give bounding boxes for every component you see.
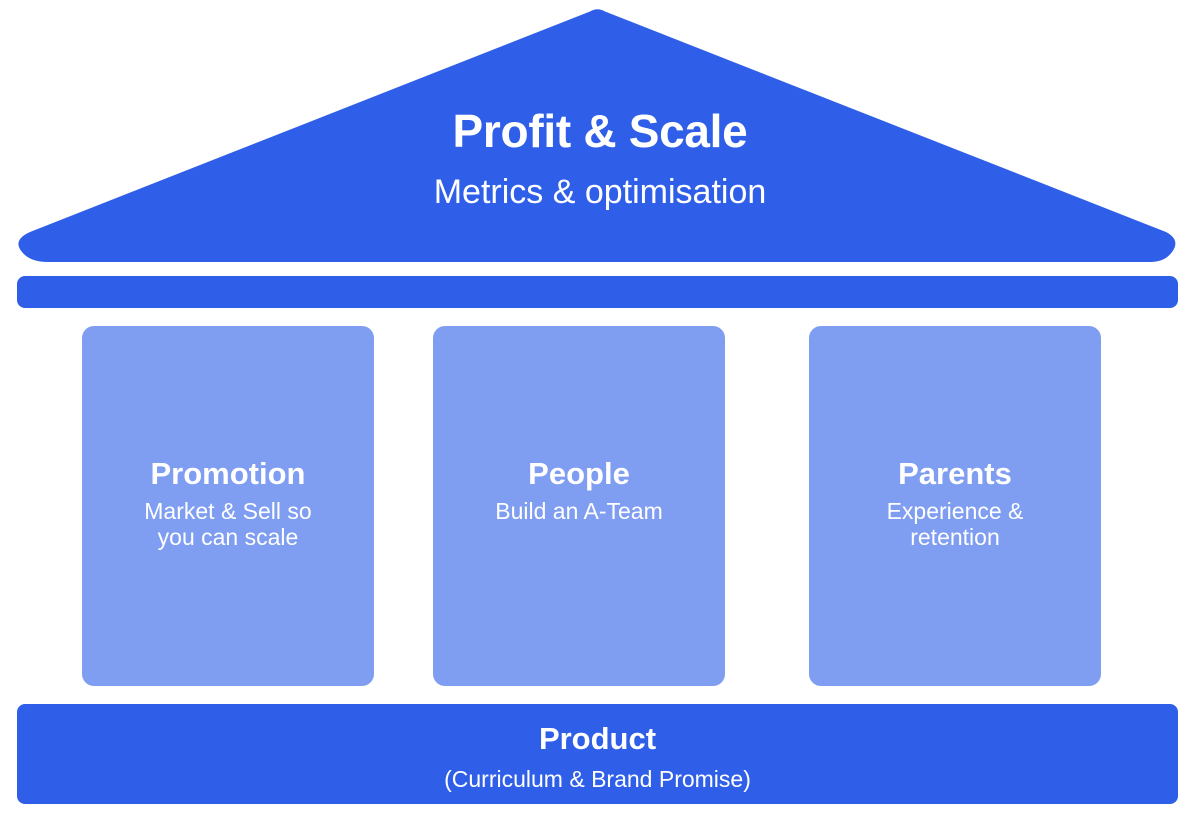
pillar-title: People xyxy=(528,456,630,491)
architrave-beam xyxy=(17,276,1178,308)
foundation-title: Product xyxy=(538,721,657,756)
pillar-description: Market & Sell so you can scale xyxy=(144,498,312,550)
pillar-promotion: Promotion Market & Sell so you can scale xyxy=(82,326,374,686)
pillar-description: Build an A-Team xyxy=(495,498,663,524)
roof-subtitle: Metrics & optimisation xyxy=(433,173,767,211)
foundation-description: (Curriculum & Brand Promise) xyxy=(444,766,751,792)
roof-title: Profit & Scale xyxy=(452,105,748,157)
pillar-title: Parents xyxy=(898,456,1012,491)
roof-pediment xyxy=(18,9,1176,262)
roof-shape xyxy=(18,9,1176,262)
pillar-parents: Parents Experience & retention xyxy=(809,326,1101,686)
pillar-people: People Build an A-Team xyxy=(433,326,725,686)
pillar-title: Promotion xyxy=(150,456,306,491)
foundation-base: Product (Curriculum & Brand Promise) xyxy=(17,704,1178,804)
pillar-description: Experience & retention xyxy=(886,498,1024,550)
